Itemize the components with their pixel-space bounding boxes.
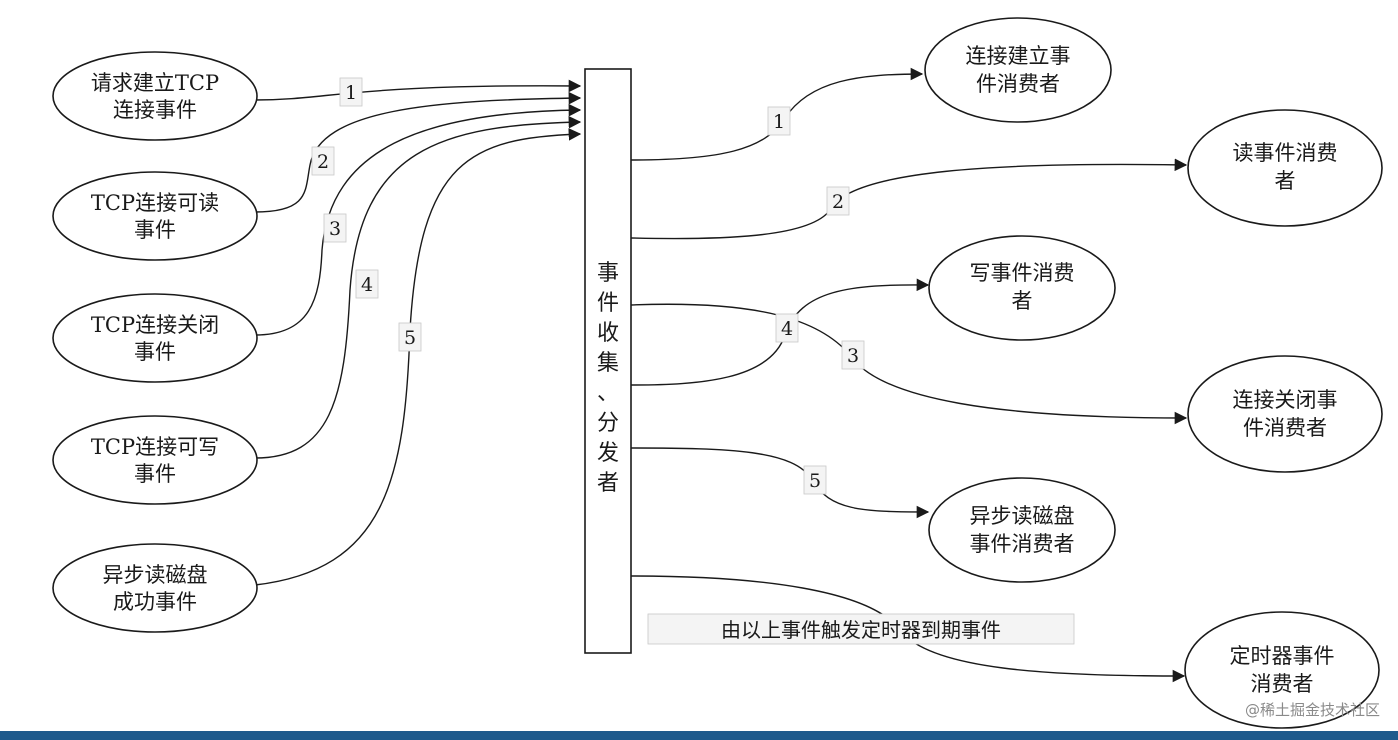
hub-label-char: 发 [597,441,619,466]
edge-label-text: 4 [361,274,373,296]
node-line: 事件 [134,218,176,242]
edge-in-5 [254,128,582,586]
edge-label-in-1: 1 [339,77,363,107]
node-line: 异步读磁盘 [970,504,1075,528]
hub-box [584,68,632,654]
edge-label-out-5: 5 [803,465,827,495]
edge-label-in-2: 2 [311,146,335,176]
edge-in-2 [254,91,582,213]
edge-label-in-4: 4 [355,269,379,299]
node-line: 件消费者 [1243,416,1327,440]
watermark-text: @稀土掘金技术社区 [1245,701,1380,719]
node-line: 事件 [134,462,176,486]
edge-label-text: 1 [345,82,357,104]
edge-label-in-5: 5 [398,322,422,352]
node-line: 定时器事件 [1230,644,1335,668]
node-line: TCP连接关闭 [91,313,219,337]
node-line: TCP连接可写 [91,435,219,459]
edge-label-out-4: 4 [775,313,799,343]
hub-label-char: 事 [597,261,619,286]
edge-out-2 [630,158,1188,240]
outgoing-edges [630,67,1188,683]
edge-in-4 [254,115,582,459]
node-line: 连接关闭事 [1233,388,1338,412]
edge-label-in-3: 3 [323,213,347,243]
edge-label-text: 3 [847,345,859,367]
node-line: 写事件消费 [970,261,1075,285]
source-node-writable: TCP连接可写 事件 [52,415,258,505]
edge-label-text: 1 [773,111,785,133]
outgoing-edge-labels: 1 2 4 3 5 [767,106,865,495]
node-line: 异步读磁盘 [103,563,208,587]
node-line: 事件 [134,340,176,364]
edge-in-1 [254,79,582,101]
edge-label-out-2: 2 [826,186,850,216]
edge-label-text: 4 [781,318,793,340]
edge-out-5 [630,447,930,519]
consumer-node-timer: 定时器事件 消费者 [1184,611,1380,729]
consumer-node-write: 写事件消费 者 [928,235,1116,341]
node-line: 消费者 [1251,672,1314,696]
hub-label-char: 者 [597,471,619,496]
hub-label-char: 、 [597,381,619,406]
source-node-readable: TCP连接可读 事件 [52,171,258,261]
timer-note-text: 由以上事件触发定时器到期事件 [721,618,1001,642]
bottom-bar [0,731,1398,740]
edge-out-3 [630,303,1188,425]
timer-note: 由以上事件触发定时器到期事件 [647,613,1075,645]
hub-label-char: 集 [597,351,619,376]
hub-label-char: 分 [597,411,619,436]
node-line: 连接事件 [113,98,197,122]
source-nodes: 请求建立TCP 连接事件 TCP连接可读 事件 TCP连接关闭 事件 TCP连接… [52,51,258,633]
node-line: 成功事件 [113,590,197,614]
incoming-edge-labels: 1 2 3 4 5 [311,77,422,352]
node-line: 请求建立TCP [91,71,219,95]
source-node-close: TCP连接关闭 事件 [52,293,258,383]
edge-label-text: 2 [832,191,844,213]
node-line: 件消费者 [976,72,1060,96]
hub-label-char: 件 [597,291,619,316]
edge-label-text: 2 [317,151,329,173]
consumer-node-close: 连接关闭事 件消费者 [1187,355,1383,473]
edge-label-text: 5 [404,327,416,349]
edge-label-out-1: 1 [767,106,791,136]
node-line: 连接建立事 [966,44,1071,68]
node-line: 事件消费者 [970,532,1075,556]
node-line: 者 [1275,169,1296,193]
edge-label-text: 5 [809,470,821,492]
edge-label-text: 3 [329,218,341,240]
consumer-node-connect: 连接建立事 件消费者 [924,17,1112,123]
node-line: 读事件消费 [1233,141,1338,165]
node-line: TCP连接可读 [91,191,219,215]
consumer-node-read: 读事件消费 者 [1187,109,1383,227]
consumer-node-disk-read: 异步读磁盘 事件消费者 [928,477,1116,583]
source-node-connect-request: 请求建立TCP 连接事件 [52,51,258,141]
hub-label-char: 收 [597,321,619,346]
node-line: 者 [1012,289,1033,313]
edge-in-3 [254,103,582,336]
consumer-nodes: 连接建立事 件消费者 读事件消费 者 写事件消费 者 连接关闭事 件消费者 异步… [924,17,1383,729]
source-node-disk-read: 异步读磁盘 成功事件 [52,543,258,633]
edge-label-out-3: 3 [841,340,865,370]
